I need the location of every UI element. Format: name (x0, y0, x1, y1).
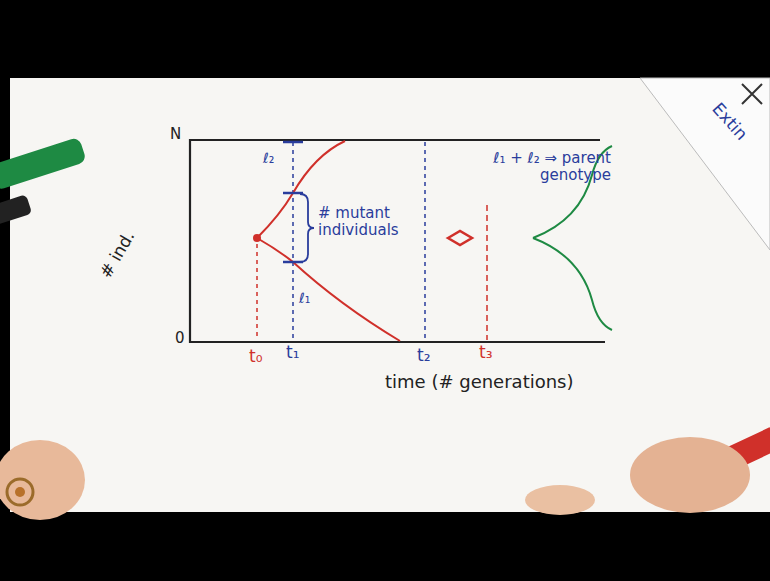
cross-mark (742, 84, 762, 104)
time-label: t₂ (417, 346, 430, 366)
time-label: t₀ (249, 347, 262, 367)
green-curve (533, 238, 612, 330)
paper (10, 78, 770, 512)
annotation: ℓ₁ + ℓ₂ ⇒ parent genotype (436, 150, 611, 185)
logo (7, 479, 33, 505)
time-marker (292, 142, 294, 340)
brace (300, 194, 314, 262)
finger (525, 485, 595, 515)
time-marker (486, 205, 488, 340)
segment-label: ℓ₁ (299, 290, 310, 306)
segment-label: ℓ₂ (263, 150, 274, 166)
time-label: t₃ (479, 343, 492, 363)
diamond (448, 231, 472, 245)
hand (0, 440, 85, 520)
logo (15, 487, 25, 497)
annotation: # mutant individuals (318, 205, 418, 240)
time-label: t₁ (286, 343, 299, 363)
axis-title: time (# generations) (385, 372, 574, 393)
axis-title: # ind. (96, 228, 139, 282)
mutant-trajectory (257, 238, 400, 341)
green-marker (0, 137, 87, 191)
tick (283, 141, 303, 144)
mutation-dot (253, 234, 261, 242)
axis-label: N (170, 126, 181, 143)
hand (630, 437, 750, 513)
time-marker (256, 244, 258, 340)
axis-label: 0 (175, 330, 185, 347)
marker-cap (0, 194, 32, 225)
card-text: Extin (708, 99, 751, 144)
time-marker (424, 142, 426, 340)
card (640, 78, 770, 250)
